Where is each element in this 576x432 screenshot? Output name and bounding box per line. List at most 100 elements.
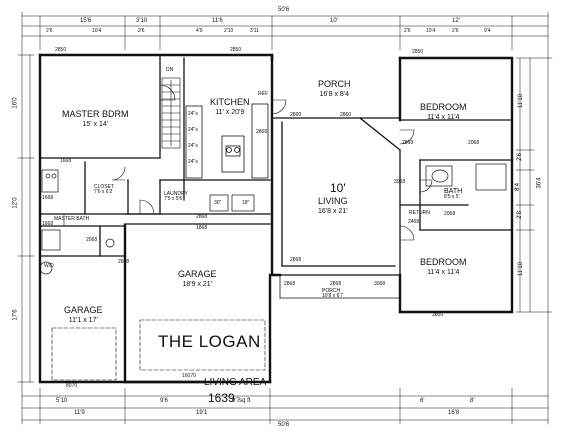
dim-top-sub: 2'10 — [224, 28, 234, 34]
back-porch-size: 10'8 x 6'7 — [322, 293, 344, 299]
door-code: 2668 — [118, 259, 130, 265]
dim-top-sub: 4'9 — [196, 28, 203, 34]
dim-top-sub: 2'6 — [46, 28, 53, 34]
master-bedroom-label: MASTER BDRM 15' x 14' — [62, 109, 129, 129]
wd-label: W/D — [44, 263, 54, 269]
bedroom-1-label: BEDROOM 11'4 x 11'4 — [420, 102, 467, 122]
kitchen-label: KITCHEN 11' x 20'9 — [210, 97, 250, 117]
door-code: 2868 — [290, 257, 302, 263]
laundry-label: LAUNDRY 7'5 x 5'6 — [164, 192, 188, 202]
living-label: LIVING 16'8 x 21' — [318, 196, 348, 216]
living-size: 16'8 x 21' — [318, 208, 348, 215]
counter-label-4: 24"s — [188, 159, 198, 165]
living-name: LIVING — [318, 196, 348, 206]
dim-bottom-sub: 5'10 — [56, 398, 68, 404]
dim-left: 16'0 — [12, 97, 19, 109]
counter-label-2: 24"s — [188, 127, 198, 133]
dim-bottom-main: 11'9 — [74, 410, 85, 416]
return-label: RETURN — [409, 210, 430, 216]
door-code: 2850 — [230, 47, 242, 53]
dim-top-total: 50'6 — [278, 7, 290, 13]
laundry-size: 7'5 x 5'6 — [164, 196, 183, 202]
bath-size: 8'5 x 5' — [444, 194, 460, 200]
closet-size: 7'6 x 6'2 — [94, 189, 113, 195]
bath-name: BATH — [444, 188, 463, 195]
living-area-value: 1639 — [208, 391, 235, 405]
door-code: 2868 — [196, 214, 208, 220]
kitchen-size: 11' x 20'9 — [215, 109, 245, 116]
door-code: 2868 — [330, 281, 342, 287]
door-code: 2068 — [468, 140, 480, 146]
dim-top-sub: 2'6 — [404, 28, 411, 34]
dim-bottom-main: 19'1 — [196, 410, 208, 416]
master-bath-label: MASTER BATH — [54, 216, 90, 222]
door-code: 2868 — [256, 129, 268, 135]
bath-label: BATH 8'5 x 5' — [444, 188, 462, 200]
door-code: 1668 — [42, 221, 54, 227]
closet-label: CLOSET 7'6 x 6'2 — [94, 185, 114, 195]
bedroom-2-name: BEDROOM — [420, 257, 467, 267]
door-code: 2068 — [86, 237, 98, 243]
counter-label-1: 24"s — [188, 111, 198, 117]
dim-top-sub: 10'4 — [426, 28, 436, 34]
misc-label-18: 18" — [242, 200, 250, 206]
back-porch-label: PORCH 10'8 x 6'7 — [322, 289, 343, 299]
door-code: 2468 — [408, 219, 420, 225]
door-code: 3068 — [374, 281, 386, 287]
dim-right: 8'4 — [514, 183, 521, 191]
dim-top-sub: 10'4 — [92, 28, 102, 34]
bedroom-1-size: 11'4 x 11'4 — [427, 114, 460, 121]
dim-top-sub: 2'6 — [138, 28, 145, 34]
dim-bottom-total: 50'6 — [278, 422, 290, 428]
master-bedroom-size: 15' x 14' — [82, 121, 109, 128]
door-code: 3068 — [394, 179, 406, 185]
stairs — [161, 77, 181, 149]
dim-right: 11'10 — [518, 93, 525, 109]
door-code: 2860 — [290, 112, 302, 118]
front-porch-name: PORCH — [318, 79, 351, 89]
interior-walls — [39, 54, 513, 276]
dim-right: 2'6 — [516, 153, 523, 161]
dim-bottom-main: 16'8 — [448, 410, 460, 416]
ceiling-height: 10' — [330, 181, 346, 195]
dim-top-sub: 3'11 — [250, 28, 259, 34]
dim-bottom-sub: 6' — [420, 398, 425, 404]
back-porch — [279, 274, 401, 299]
garage-doors — [51, 319, 266, 381]
door-code: 2800 — [432, 312, 444, 318]
living-area-value-group: 1639 sq ft — [208, 390, 251, 406]
closet-name: CLOSET — [94, 184, 115, 190]
dim-top-main: 10' — [330, 18, 338, 24]
stair-dn-label: DN — [166, 67, 174, 73]
front-porch-size: 16'8 x 8'4 — [319, 91, 350, 98]
master-bedroom-name: MASTER BDRM — [62, 109, 129, 119]
door-swings — [63, 84, 433, 241]
dim-bottom-sub: 8' — [470, 398, 475, 404]
dim-left: 12'0 — [12, 197, 19, 209]
side-garage-size: 11'1 x 17' — [68, 317, 98, 324]
bedroom-1-name: BEDROOM — [420, 102, 467, 112]
door-code: 2860 — [340, 112, 352, 118]
front-porch-label: PORCH 16'8 x 8'4 — [318, 79, 351, 99]
living-area-unit: sq ft — [239, 398, 251, 404]
door-code: 1668 — [42, 195, 54, 201]
back-porch-name: PORCH — [322, 288, 341, 294]
door-code: 2850 — [55, 47, 67, 53]
kitchen-name: KITCHEN — [210, 97, 250, 107]
dim-right-total: 36'4 — [536, 177, 543, 189]
side-garage-label: GARAGE 11'1 x 17' — [64, 306, 103, 325]
dim-right: 11'10 — [518, 261, 525, 277]
door-code: 16070 — [182, 373, 196, 379]
door-code: 2850 — [412, 49, 424, 55]
main-garage-label: GARAGE 18'9 x 21' — [178, 270, 217, 289]
dim-top-sub: 2'6 — [452, 28, 459, 34]
door-code: 8070 — [66, 383, 78, 389]
door-code: 1668 — [60, 158, 72, 164]
main-garage-size: 18'9 x 21' — [182, 281, 213, 288]
door-code: 1868 — [196, 225, 208, 231]
door-code: 2868 — [284, 281, 296, 287]
dim-top-main: 11'6 — [212, 18, 223, 24]
laundry-name: LAUNDRY — [164, 191, 188, 197]
bedroom-2-label: BEDROOM 11'4 x 11'4 — [420, 257, 467, 277]
